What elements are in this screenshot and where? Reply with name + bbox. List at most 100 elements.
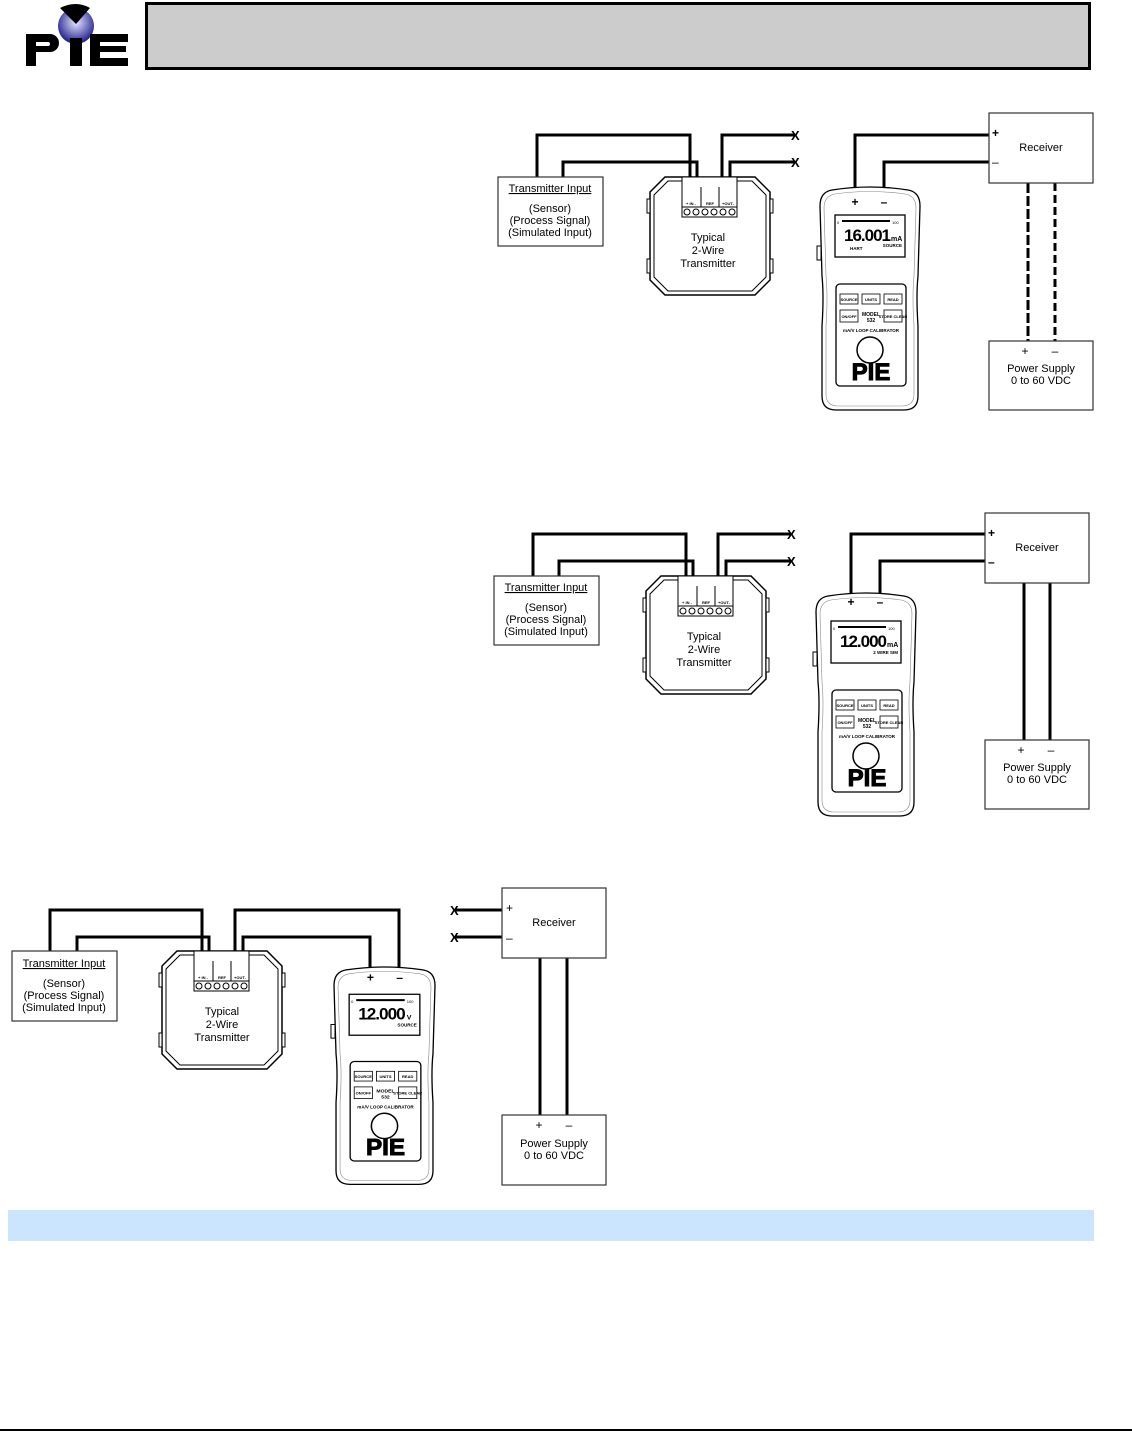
terminal-label: REF — [706, 201, 715, 206]
receiver-minus: – — [506, 931, 513, 945]
section-strip — [8, 1210, 1094, 1241]
ps-label: Power Supply — [1007, 363, 1075, 375]
receiver-plus: + — [988, 526, 995, 540]
product-name: mA/V LOOP CALIBRATOR — [839, 734, 896, 739]
input-line: (Sensor) — [529, 203, 571, 215]
calibrator: + – 0 100 12.000 V SOURCE SOURCE UNITS R… — [329, 965, 437, 1186]
transmitter-input-box — [493, 575, 600, 646]
display-reading: 12.000 — [840, 632, 887, 651]
product-name: mA/V LOOP CALIBRATOR — [357, 1104, 414, 1109]
plus-label: + — [847, 595, 854, 609]
key-source: SOURCE — [355, 1074, 373, 1079]
display-extra: HART — [850, 246, 863, 251]
terminal-label: REF — [702, 600, 711, 605]
model-label: MODEL — [858, 718, 876, 724]
transmitter: + IN - REF +OUT- Typical 2-Wire Transmit… — [642, 575, 770, 695]
display-unit: mA — [891, 236, 902, 243]
transmitter-line: Typical — [687, 631, 721, 643]
transmitter-line: Transmitter — [680, 258, 736, 270]
transmitter: + IN - REF +OUT- Typical 2-Wire Transmit… — [646, 176, 774, 296]
receiver-label: Receiver — [1019, 142, 1063, 154]
plus-label: + — [851, 195, 858, 209]
brand-logo: PIE — [366, 1135, 405, 1162]
receiver-label: Receiver — [1015, 542, 1059, 554]
key-onoff: ON/OFF — [356, 1091, 372, 1096]
scale-max: 100 — [892, 220, 899, 225]
receiver-box — [988, 112, 1094, 184]
display-reading: 12.000 — [358, 1005, 405, 1024]
ps-range: 0 to 60 VDC — [1007, 774, 1067, 786]
scale-max: 100 — [888, 626, 895, 631]
transmitter-line: Typical — [691, 232, 725, 244]
model-number: 532 — [381, 1095, 390, 1101]
transmitter-line: Transmitter — [676, 657, 732, 669]
receiver-minus: – — [988, 555, 995, 569]
receiver-plus: + — [992, 126, 999, 140]
key-store-clear: STORE CLEAR — [393, 1091, 422, 1096]
key-units: UNITS — [379, 1074, 391, 1079]
key-source: SOURCE — [840, 297, 857, 302]
ps-range: 0 to 60 VDC — [1011, 375, 1071, 387]
ps-minus: – — [566, 1118, 573, 1132]
open-wire-mark: X — [787, 554, 796, 569]
model-number: 532 — [867, 318, 876, 324]
input-line: (Process Signal) — [506, 614, 587, 626]
display-unit: V — [407, 1015, 412, 1022]
input-line: (Sensor) — [525, 602, 567, 614]
input-line: (Simulated Input) — [504, 626, 588, 638]
diagram-1: X X Transmitter Input (Sensor) (Process … — [497, 112, 1094, 411]
display-mode: SOURCE — [397, 1023, 416, 1028]
ps-minus: – — [1048, 743, 1055, 757]
terminal-label: REF — [218, 975, 227, 980]
receiver-minus: – — [992, 155, 999, 169]
terminal-label: + IN - — [198, 975, 209, 980]
ps-label: Power Supply — [520, 1138, 588, 1150]
terminal-label: + IN - — [686, 201, 697, 206]
receiver-plus: + — [506, 901, 513, 915]
open-wire-mark: X — [787, 527, 796, 542]
minus-label: – — [877, 595, 884, 609]
terminal-label: +OUT- — [234, 975, 247, 980]
scale-max: 100 — [407, 999, 415, 1004]
display-unit: mA — [887, 642, 898, 649]
key-onoff: ON/OFF — [841, 314, 857, 319]
scale-min: 0 — [351, 999, 354, 1004]
terminal-label: +OUT- — [718, 600, 731, 605]
product-name: mA/V LOOP CALIBRATOR — [843, 328, 900, 333]
receiver-box — [984, 512, 1090, 584]
ps-range: 0 to 60 VDC — [524, 1150, 584, 1162]
pie-logo — [26, 4, 128, 66]
model-label: MODEL — [376, 1089, 394, 1095]
display-reading: 16.001 — [844, 226, 891, 245]
model-label: MODEL — [862, 312, 880, 318]
key-read: READ — [883, 703, 894, 708]
transmitter-line: Transmitter — [194, 1032, 250, 1044]
transmitter-input-box — [11, 950, 118, 1022]
open-wire-mark: X — [450, 930, 459, 945]
transmitter-input-title: Transmitter Input — [505, 582, 588, 594]
transmitter-line: 2-Wire — [692, 245, 724, 257]
transmitter-line: 2-Wire — [688, 644, 720, 656]
terminal-label: + IN - — [682, 600, 693, 605]
ps-plus: + — [1021, 344, 1028, 358]
footer-rule — [0, 1429, 1132, 1431]
minus-label: – — [881, 195, 888, 209]
key-store-clear: STORE CLEAR — [879, 314, 908, 319]
open-wire-mark: X — [450, 903, 459, 918]
open-wire-mark: X — [791, 128, 800, 143]
key-units: UNITS — [865, 297, 877, 302]
input-line: (Simulated Input) — [22, 1002, 106, 1014]
diagram-2: X X Transmitter Input (Sensor) (Process … — [493, 512, 1090, 817]
transmitter: + IN - REF +OUT- Typical 2-Wire Transmit… — [158, 950, 286, 1070]
power-supply-box — [988, 340, 1094, 411]
receiver-box — [501, 887, 607, 959]
minus-label: – — [396, 971, 403, 985]
brand-logo: PIE — [852, 359, 891, 386]
input-line: (Simulated Input) — [508, 227, 592, 239]
header-banner — [145, 2, 1091, 70]
transmitter-input-box — [497, 176, 604, 247]
key-read: READ — [402, 1074, 414, 1079]
calibrator: + – 0 100 12.000 mA 2 WIRE SIM SOURCE UN… — [812, 592, 917, 817]
key-store-clear: STORE CLEAR — [875, 720, 904, 725]
